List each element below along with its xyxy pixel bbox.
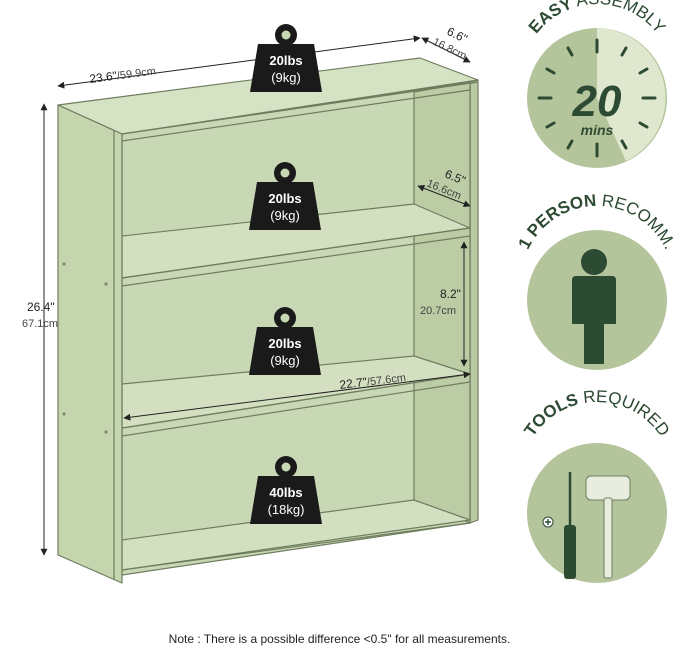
shelf-gap-label-cm: 20.7cm	[420, 305, 456, 317]
clock-icon	[537, 38, 657, 158]
clock-elapsed-wedge	[597, 28, 666, 161]
weight-lbs: 40lbs	[269, 485, 302, 500]
shelf-right-side	[469, 79, 479, 524]
weight-icon-shelf-1: 20lbs (9kg)	[249, 162, 321, 230]
height-label-in: 26.4"	[27, 300, 55, 314]
shelf-inner-side	[413, 81, 471, 524]
tools-title: TOOLS REQUIRED	[521, 387, 674, 440]
measurement-note: Note : There is a possible difference <0…	[168, 632, 511, 646]
shelf-left-side	[57, 104, 123, 584]
height-label-cm: 67.1cm	[22, 318, 58, 330]
assembly-unit: mins	[581, 122, 614, 138]
screwdriver-icon	[542, 472, 576, 579]
weight-kg: (9kg)	[271, 70, 301, 85]
weight-lbs: 20lbs	[268, 336, 301, 351]
weight-kg: (9kg)	[270, 353, 300, 368]
dimension-lines	[40, 35, 471, 556]
weight-icon-bottom: 40lbs (18kg)	[250, 456, 322, 524]
weight-icon-shelf-2: 20lbs (9kg)	[249, 307, 321, 375]
person-icon	[572, 249, 616, 364]
width-label: 23.6"/59.9cm	[89, 63, 157, 86]
hammer-icon	[585, 475, 631, 579]
weight-kg: (9kg)	[270, 208, 300, 223]
weight-lbs: 20lbs	[268, 191, 301, 206]
easy-assembly-badge: EASY ASSEMBLY 20 mins	[525, 0, 669, 168]
weight-icon-top: 20lbs (9kg)	[250, 24, 322, 92]
inner-width-label: 22.7"/57.6cm	[339, 370, 407, 392]
weight-lbs: 20lbs	[269, 53, 302, 68]
shelf-gap-label-in: 8.2"	[440, 287, 461, 301]
bookshelf	[57, 57, 479, 584]
one-person-badge: 1 PERSON RECOMM.	[515, 191, 679, 370]
weight-kg: (18kg)	[268, 502, 305, 517]
shelf-peg-holes	[62, 262, 108, 434]
tools-badge: TOOLS REQUIRED	[521, 387, 674, 583]
assembly-minutes: 20	[572, 77, 622, 126]
